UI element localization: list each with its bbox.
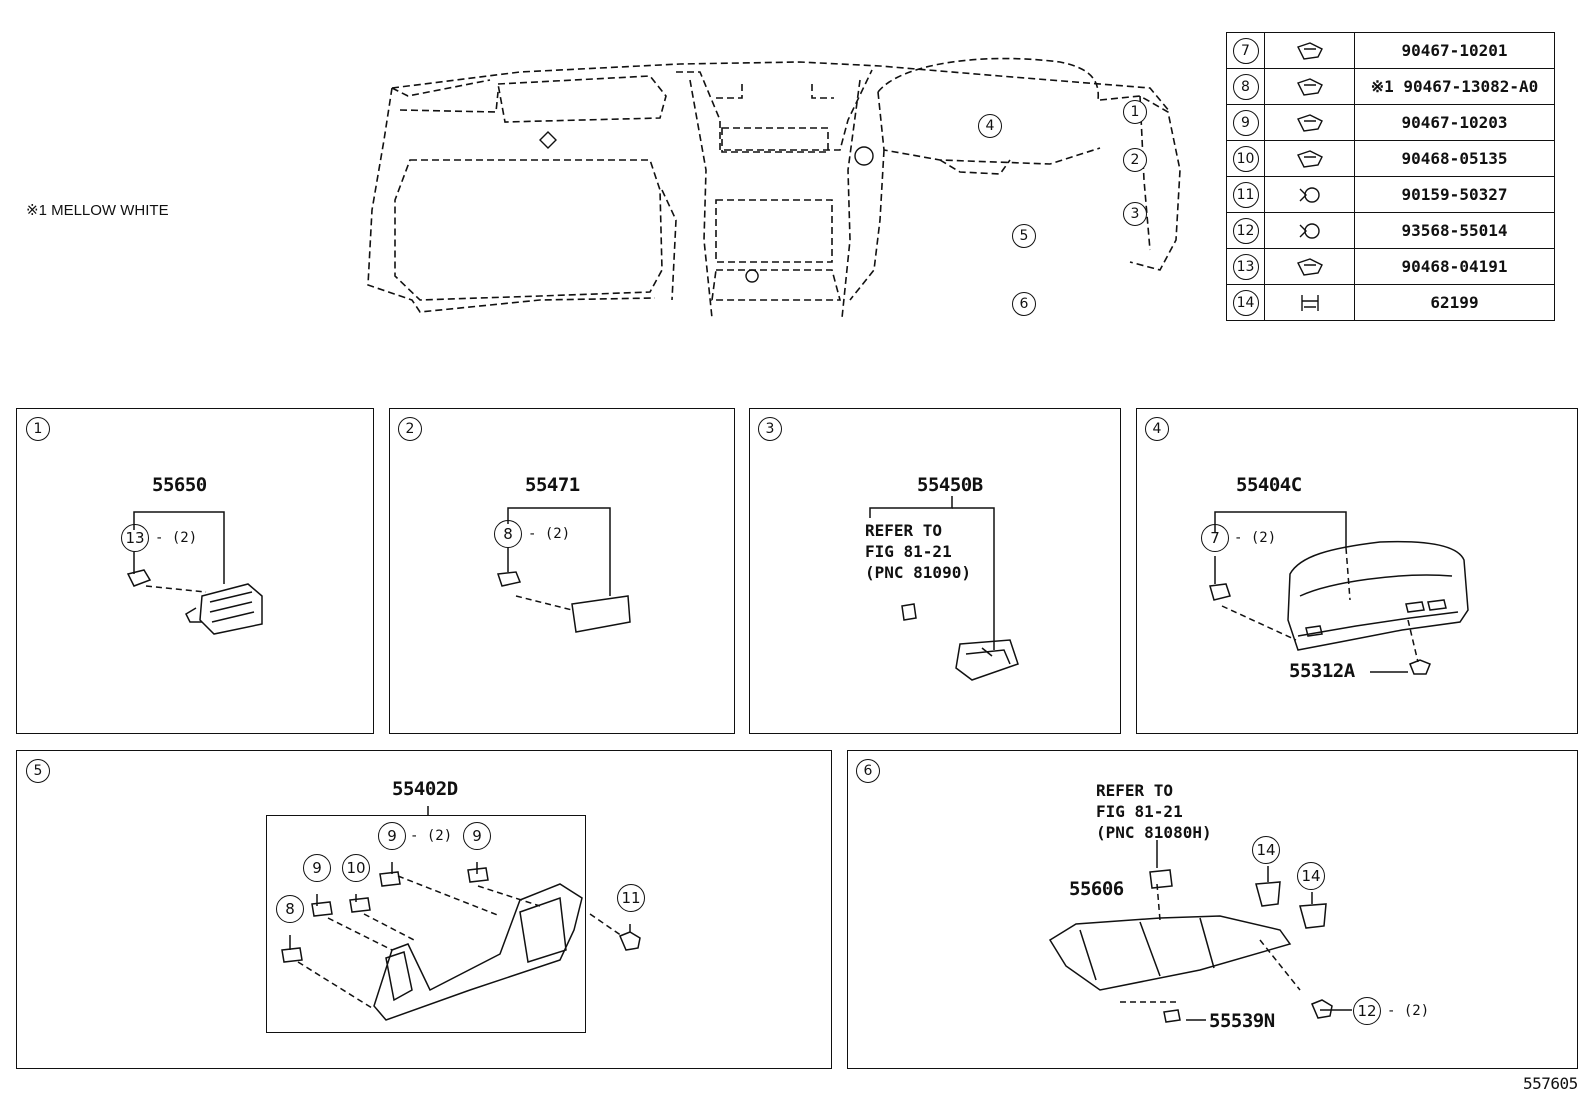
- clip-part-number[interactable]: 90159-50327: [1354, 176, 1555, 213]
- qty-label: - (2): [1234, 530, 1277, 546]
- part-number-55539N[interactable]: 55539N: [1209, 1010, 1275, 1032]
- clip-icon-cell: [1264, 104, 1355, 141]
- clip-number-cell: 12: [1226, 212, 1265, 249]
- panel-3-number: 3: [758, 417, 782, 441]
- part-number-55404C[interactable]: 55404C: [1236, 474, 1302, 496]
- clip-callout-14[interactable]: 14: [1252, 836, 1280, 864]
- qty-label: - (2): [1387, 1003, 1430, 1019]
- clip-icon: [1296, 113, 1323, 132]
- panel-6-number: 6: [856, 759, 880, 783]
- screw-icon: [1299, 186, 1320, 203]
- clip-number: 8: [1232, 73, 1259, 100]
- clip-callout-12[interactable]: 12: [1353, 997, 1381, 1025]
- part-number-55606[interactable]: 55606: [1069, 878, 1124, 900]
- panel-4-number: 4: [1145, 417, 1169, 441]
- clip-number: 11: [1232, 181, 1259, 208]
- clip-icon: [1296, 41, 1323, 60]
- overview-callout-6[interactable]: 6: [1012, 292, 1036, 316]
- clip-table-row[interactable]: 14 62199: [1226, 284, 1555, 321]
- clip-number: 14: [1232, 289, 1259, 316]
- clip-callout-8[interactable]: 8: [276, 895, 304, 923]
- clip-icon: [1296, 77, 1323, 96]
- color-note: ※1 MELLOW WHITE: [26, 202, 169, 219]
- panel-2-number: 2: [398, 417, 422, 441]
- clip-number-cell: 11: [1226, 176, 1265, 213]
- panel-4: [1136, 408, 1578, 734]
- clip-part-number[interactable]: 90467-10203: [1354, 104, 1555, 141]
- clip-number-cell: 14: [1226, 284, 1265, 321]
- overview-callout-2[interactable]: 2: [1123, 148, 1147, 172]
- clip-part-number[interactable]: 93568-55014: [1354, 212, 1555, 249]
- panel-2: [389, 408, 735, 734]
- overview-callout-5[interactable]: 5: [1012, 224, 1036, 248]
- clip-callout-9[interactable]: 9: [463, 822, 491, 850]
- assembly-group-box: [266, 815, 586, 1033]
- clip-callout-14[interactable]: 14: [1297, 862, 1325, 890]
- overview-callout-1[interactable]: 1: [1123, 100, 1147, 124]
- clip-table-row[interactable]: 11 90159-50327: [1226, 176, 1555, 213]
- clip-number: 12: [1232, 217, 1259, 244]
- panel-5: [16, 750, 832, 1069]
- part-number-55471[interactable]: 55471: [525, 474, 580, 496]
- overview-callout-4[interactable]: 4: [978, 114, 1002, 138]
- clip-icon: [1296, 149, 1323, 168]
- clip-table-row[interactable]: 8 ※1 90467-13082-A0: [1226, 68, 1555, 105]
- clip-icon: [1296, 257, 1323, 276]
- clip-number: 9: [1232, 109, 1259, 136]
- screw-icon: [1299, 222, 1320, 239]
- part-number-55312A[interactable]: 55312A: [1289, 660, 1355, 682]
- clip-icon-cell: [1264, 284, 1355, 321]
- panel-6: [847, 750, 1578, 1069]
- clip-number: 10: [1232, 145, 1259, 172]
- qty-label: - (2): [410, 828, 453, 844]
- clip-table-row[interactable]: 9 90467-10203: [1226, 104, 1555, 141]
- clip-icon-cell: [1264, 68, 1355, 105]
- refer-to-note[interactable]: REFER TO FIG 81-21 (PNC 81080H): [1096, 781, 1212, 842]
- panel-3: [749, 408, 1121, 734]
- clip-callout-13[interactable]: 13: [121, 524, 149, 552]
- qty-label: - (2): [528, 526, 571, 542]
- clip-callout-9[interactable]: 9: [378, 822, 406, 850]
- clip-callout-10[interactable]: 10: [342, 854, 370, 882]
- clip-callout-11[interactable]: 11: [617, 884, 645, 912]
- clip-number: 13: [1232, 253, 1259, 280]
- part-number-55650[interactable]: 55650: [152, 474, 207, 496]
- part-number-55402D[interactable]: 55402D: [392, 778, 458, 800]
- hook-clip-icon: [1300, 294, 1319, 311]
- figure-id: 557605: [1523, 1074, 1578, 1093]
- clip-part-number[interactable]: ※1 90467-13082-A0: [1354, 68, 1555, 105]
- clip-callout-9[interactable]: 9: [303, 854, 331, 882]
- clip-icon-cell: [1264, 212, 1355, 249]
- panel-5-number: 5: [26, 759, 50, 783]
- clip-number-cell: 10: [1226, 140, 1265, 177]
- part-number-55450B[interactable]: 55450B: [917, 474, 983, 496]
- qty-label: - (2): [155, 530, 198, 546]
- clip-number: 7: [1232, 37, 1259, 64]
- panel-1-number: 1: [26, 417, 50, 441]
- clip-table-row[interactable]: 12 93568-55014: [1226, 212, 1555, 249]
- panel-1: [16, 408, 374, 734]
- clip-part-number[interactable]: 62199: [1354, 284, 1555, 321]
- clip-icon-cell: [1264, 32, 1355, 69]
- refer-to-note[interactable]: REFER TO FIG 81-21 (PNC 81090): [865, 521, 971, 582]
- overview-callout-3[interactable]: 3: [1123, 202, 1147, 226]
